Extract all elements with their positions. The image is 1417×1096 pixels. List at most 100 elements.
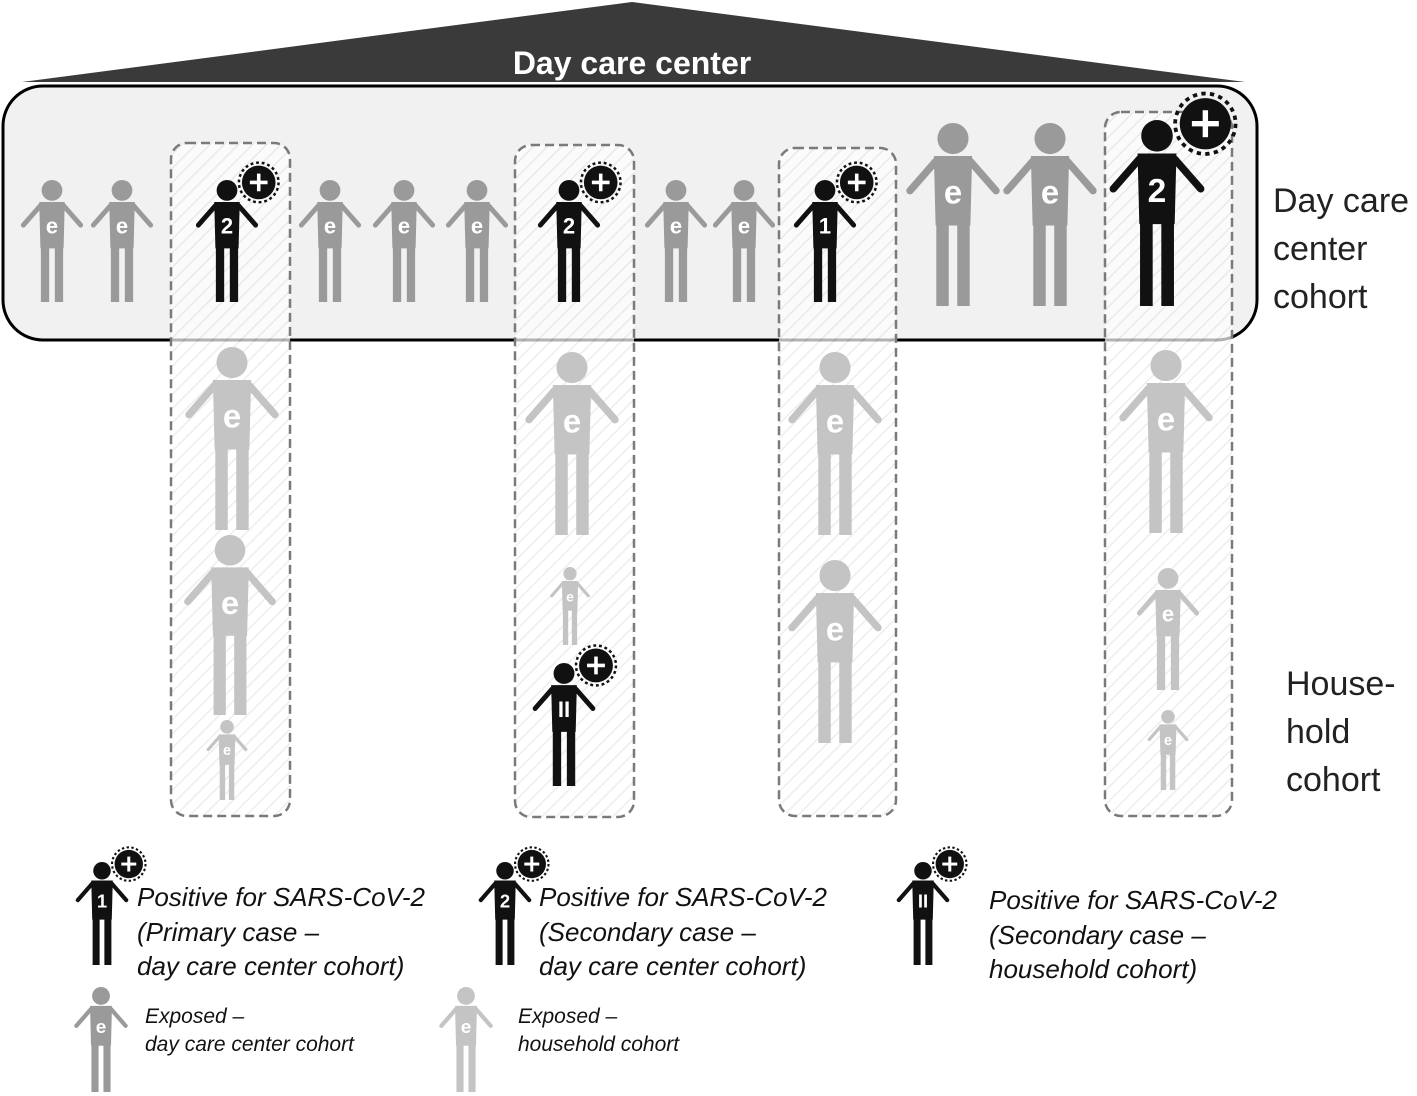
person-primary-case: 1 [793, 161, 878, 302]
person-head [733, 180, 755, 201]
legend-exposed-dc-icon: e [74, 987, 128, 1092]
person-body [214, 201, 240, 249]
person-exposed-daycare: e [298, 180, 362, 302]
person-body [1155, 589, 1181, 637]
person-body [1159, 724, 1177, 755]
person-body [551, 685, 577, 732]
person-head [466, 180, 488, 201]
person-exposed-household: e [1119, 350, 1213, 533]
exposed-mark: e [46, 214, 58, 239]
exposed-mark: e [566, 588, 574, 604]
person-body [561, 581, 579, 611]
person-exposed-household: e [185, 347, 279, 530]
roof [22, 2, 1245, 82]
person-exposed-household: e [184, 535, 276, 715]
case-mark: 2 [221, 214, 233, 239]
person-body [212, 379, 252, 450]
person-head [393, 180, 415, 201]
person-exposed-household-child: e [206, 720, 248, 800]
person-head [220, 720, 234, 734]
person-exposed-daycare: e [712, 180, 776, 302]
legend-exposed-hh-icon: e [439, 987, 493, 1092]
daycare-cohort-label: Day care center cohort [1273, 182, 1417, 316]
person-head [457, 987, 475, 1005]
person-exposed-daycare: e [20, 180, 84, 302]
case-mark: 2 [1148, 173, 1167, 210]
person-head [914, 862, 932, 880]
household-cohort-label: House- hold cohort [1286, 665, 1405, 799]
exposed-mark: e [461, 1017, 472, 1038]
case-mark: 2 [500, 890, 510, 911]
person-exposed-household: e [788, 560, 882, 743]
exposed-mark: e [670, 214, 682, 239]
person-body [812, 201, 838, 249]
person-body [933, 155, 973, 226]
person-body [815, 384, 855, 455]
family-group-3 [777, 146, 898, 818]
person-exposed-daycare: e [372, 180, 436, 302]
exposed-mark: e [223, 398, 241, 435]
exposed-mark: e [1157, 401, 1175, 438]
exposed-mark: e [1162, 602, 1174, 627]
legend-secondary-hh-icon: II [896, 846, 968, 965]
person-exposed-daycare-adult: e [1003, 122, 1097, 306]
case-mark: 1 [819, 214, 831, 239]
virus-positive-icon [514, 846, 550, 882]
person-body [464, 201, 490, 249]
exposed-mark: e [116, 214, 128, 239]
person-head [319, 180, 341, 201]
legend-secondary-dc-icon: 2 [478, 846, 550, 965]
person-body [552, 384, 592, 455]
exposed-mark: e [738, 214, 750, 239]
virus-positive-icon [835, 161, 878, 204]
person-head [553, 663, 575, 684]
person-body [556, 201, 582, 249]
virus-positive-icon [579, 161, 622, 204]
exposed-mark: e [471, 214, 483, 239]
person-head [216, 347, 248, 379]
person-body [90, 1005, 112, 1046]
person-head [819, 352, 851, 384]
person-head [216, 180, 238, 201]
person-head [556, 352, 588, 384]
case-mark: II [558, 697, 570, 722]
person-head [1150, 350, 1182, 382]
exposed-mark: e [826, 403, 844, 440]
person-secondary-daycare: 2 [195, 161, 280, 302]
person-body [1137, 153, 1177, 225]
person-secondary-household: II [532, 644, 618, 786]
legend-primary-icon: 1 [75, 846, 147, 965]
person-body [494, 880, 516, 920]
person-body [815, 592, 855, 663]
virus-positive-icon [1173, 91, 1238, 156]
person-head [563, 567, 577, 581]
person-body [211, 567, 249, 636]
exposed-mark: e [223, 743, 231, 759]
family-group-4 [1103, 110, 1234, 818]
legend-exposed-dc-text: Exposed – day care center cohort [145, 1005, 355, 1056]
exposed-mark: e [398, 214, 410, 239]
exposed-mark: e [826, 611, 844, 648]
person-head [496, 862, 514, 880]
person-body [39, 201, 65, 249]
person-body [663, 201, 689, 249]
person-body [317, 201, 343, 249]
person-body [91, 880, 113, 920]
person-body [731, 201, 757, 249]
person-body [218, 734, 236, 765]
person-exposed-household: e [1136, 568, 1200, 690]
case-mark: II [918, 890, 928, 911]
person-body [912, 880, 934, 920]
person-exposed-household: e [788, 352, 882, 535]
legend-secondary-hh-text: Positive for SARS-CoV-2 (Secondary case … [989, 885, 1284, 984]
person-exposed-household: e [525, 352, 619, 535]
person-exposed-daycare: e [644, 180, 708, 302]
person-exposed-daycare: e [90, 180, 154, 302]
person-head [41, 180, 63, 201]
person-secondary-daycare-adult: 2 [1109, 91, 1238, 306]
legend-primary-text: Positive for SARS-CoV-2 (Primary case – … [137, 882, 432, 981]
person-secondary-daycare: 2 [537, 161, 622, 302]
exposed-mark: e [221, 585, 239, 621]
